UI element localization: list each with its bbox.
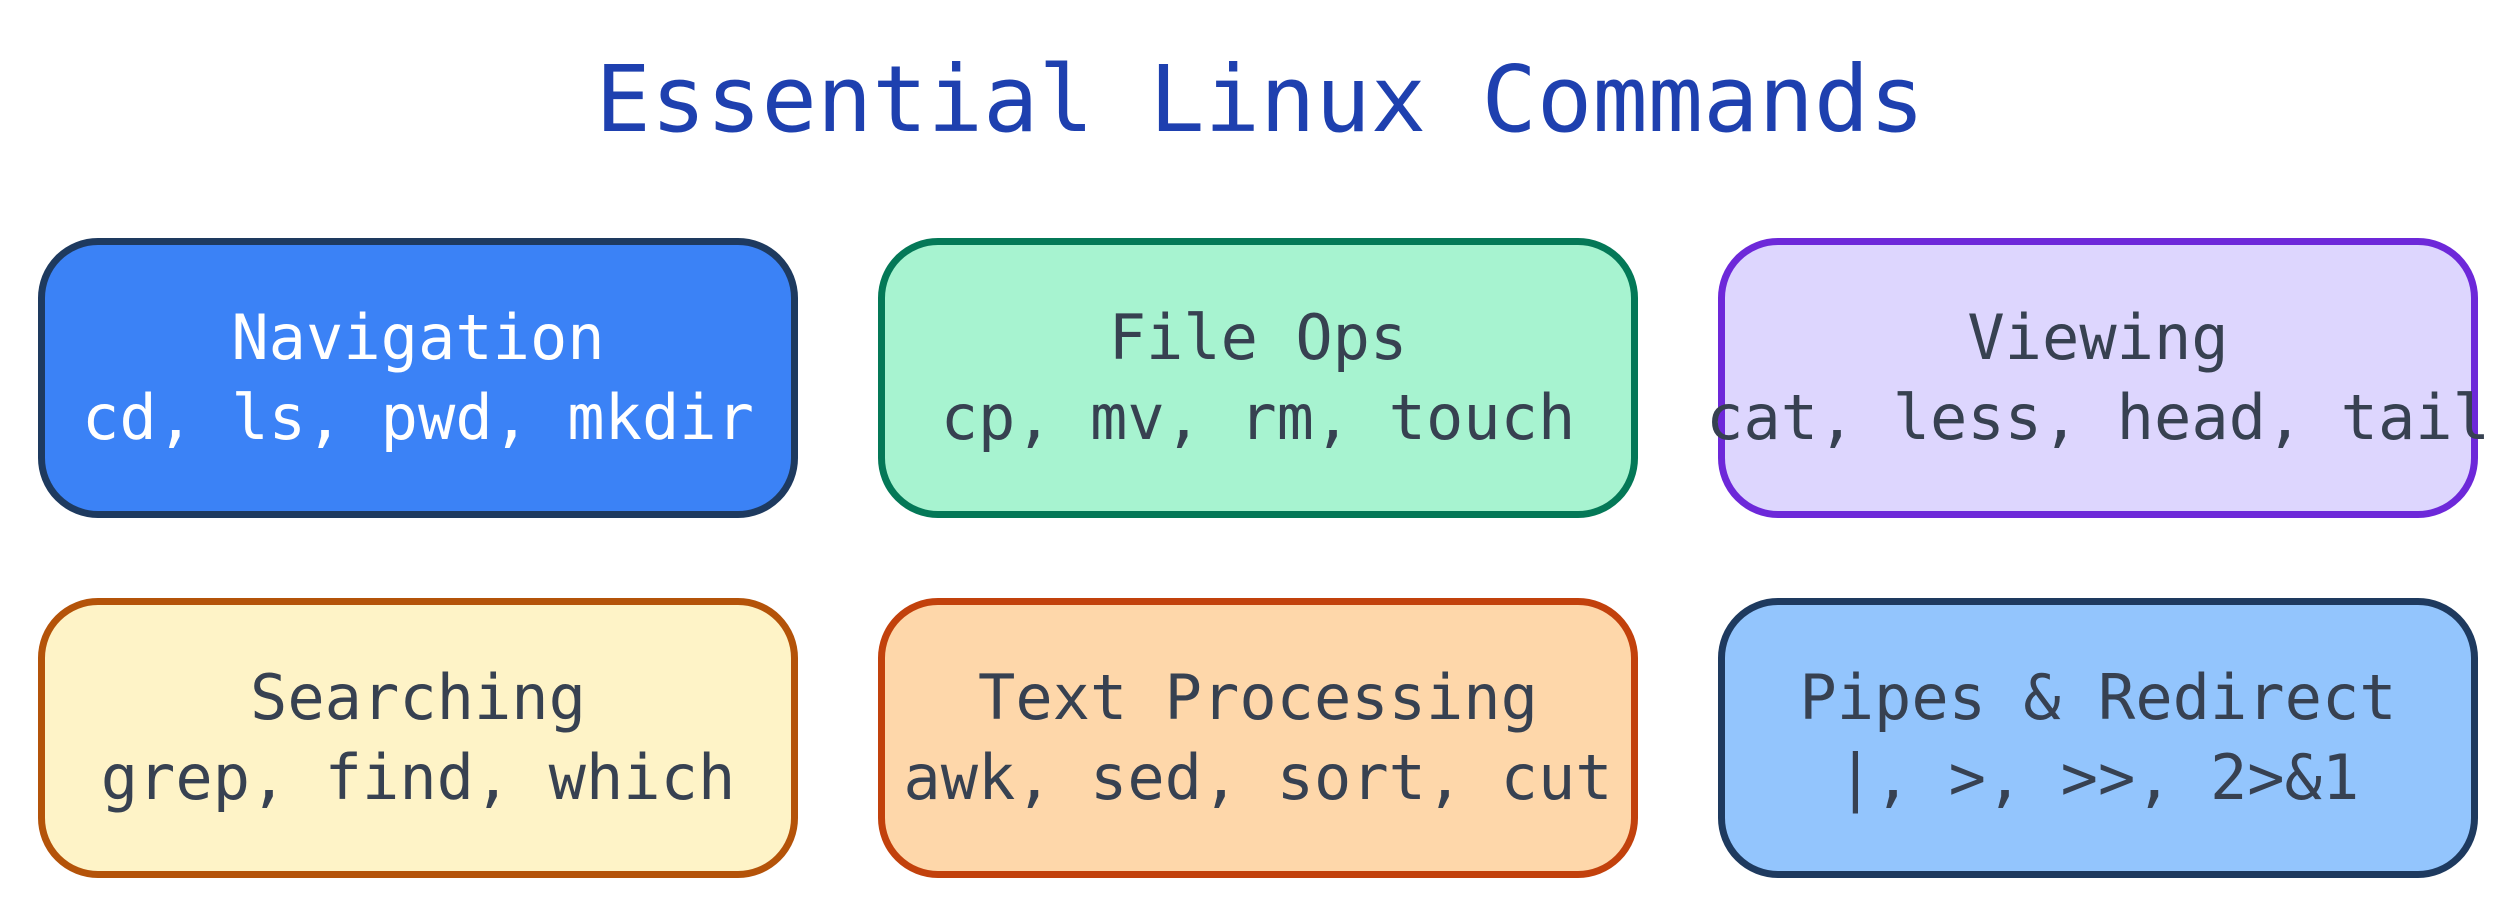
card-viewing: Viewing cat, less, head, tail [1706,238,2490,518]
card-file-ops: File Ops cp, mv, rm, touch [878,238,1638,518]
card-commands: cp, mv, rm, touch [940,381,1576,454]
card-heading: Navigation [231,301,605,374]
card-commands: cd, ls, pwd, mkdir [82,381,754,454]
card-heading: File Ops [1108,301,1408,374]
card-commands: awk, sed, sort, cut [903,741,1613,814]
card-commands: grep, find, which [100,741,736,814]
card-text-processing: Text Processing awk, sed, sort, cut [878,598,1638,878]
diagram-title: Essential Linux Commands [595,46,1925,153]
card-navigation: Navigation cd, ls, pwd, mkdir [38,238,798,518]
card-commands: |, >, >>, 2>&1 [1836,741,2360,814]
card-pipes-redirect: Pipes & Redirect |, >, >>, 2>&1 [1718,598,2478,878]
card-heading: Viewing [1967,301,2229,374]
card-heading: Pipes & Redirect [1799,661,2397,734]
card-heading: Searching [250,661,586,734]
card-heading: Text Processing [978,661,1538,734]
card-searching: Searching grep, find, which [38,598,798,878]
card-commands: cat, less, head, tail [1706,381,2490,454]
